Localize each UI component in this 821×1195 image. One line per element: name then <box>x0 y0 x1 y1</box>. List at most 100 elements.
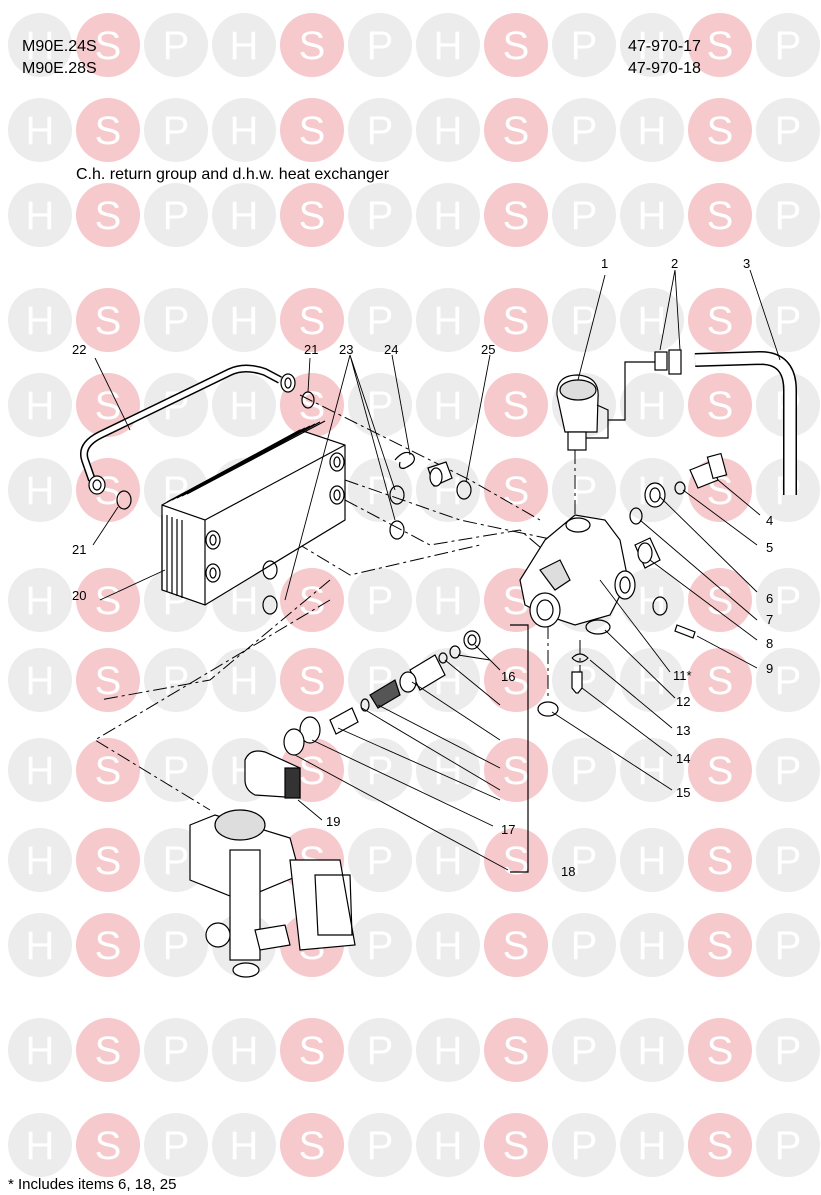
watermark-letter: S <box>95 299 122 343</box>
watermark-circle <box>620 13 684 77</box>
oring-8 <box>652 596 668 616</box>
plug-6 <box>644 482 666 508</box>
watermark-circle <box>348 568 412 632</box>
watermark-circle <box>484 183 548 247</box>
callout-7: 7 <box>766 612 773 627</box>
watermark-circle <box>620 913 684 977</box>
watermark-letter: S <box>299 749 326 793</box>
watermark-circle <box>756 568 820 632</box>
watermark-circle <box>484 288 548 352</box>
watermark-circle <box>212 13 276 77</box>
watermark-circle <box>688 648 752 712</box>
watermark-letter: S <box>503 749 530 793</box>
watermark-circle <box>756 913 820 977</box>
watermark-letter: H <box>638 839 667 883</box>
watermark-letter: H <box>434 299 463 343</box>
watermark-circle <box>8 1113 72 1177</box>
watermark-circle <box>552 738 616 802</box>
part-code-2: 47-970-18 <box>628 60 701 77</box>
actuator-19 <box>244 750 301 799</box>
watermark-circle <box>756 1018 820 1082</box>
watermark-circle <box>552 913 616 977</box>
watermark-circle <box>484 373 548 437</box>
watermark-circle <box>348 1018 412 1082</box>
watermark-circle <box>348 98 412 162</box>
watermark-circle <box>76 568 140 632</box>
watermark-circle <box>280 1113 344 1177</box>
watermark-circle <box>144 1018 208 1082</box>
watermark-letter: P <box>367 579 394 623</box>
callout-25: 25 <box>481 342 495 357</box>
union-2 <box>654 349 682 375</box>
watermark-letter: S <box>95 839 122 883</box>
watermark-letter: S <box>707 299 734 343</box>
watermark-letter: H <box>434 1029 463 1073</box>
watermark-circle <box>8 373 72 437</box>
watermark-letter: S <box>299 299 326 343</box>
watermark-letter: H <box>638 24 667 68</box>
watermark-letter: P <box>775 1029 802 1073</box>
callout-labels: 1 2 3 4 5 6 7 8 9 11* 12 13 14 15 16 17 … <box>72 256 773 879</box>
callout-2: 2 <box>671 256 678 271</box>
watermark-circle <box>144 13 208 77</box>
watermark-circle <box>688 1018 752 1082</box>
watermark-letter: P <box>163 109 190 153</box>
watermark-letter: H <box>638 579 667 623</box>
watermark-circle <box>484 98 548 162</box>
watermark-circle <box>76 1018 140 1082</box>
watermark-letter: H <box>230 659 259 703</box>
watermark-letter: S <box>707 924 734 968</box>
watermark-circle <box>552 183 616 247</box>
watermark-letter: H <box>26 1124 55 1168</box>
washer-5 <box>674 481 686 495</box>
leader-lines <box>92 269 781 871</box>
watermark-circle <box>76 828 140 892</box>
watermark-circle <box>212 288 276 352</box>
watermark-letter: H <box>434 24 463 68</box>
watermark-letter: P <box>571 924 598 968</box>
watermark-circle <box>8 568 72 632</box>
watermark-letter: H <box>638 1029 667 1073</box>
watermark-circle <box>620 183 684 247</box>
watermark-letter: P <box>775 924 802 968</box>
watermark-letter: P <box>367 384 394 428</box>
watermark-letter: P <box>775 109 802 153</box>
watermark-letter: H <box>230 109 259 153</box>
watermark-letter: P <box>163 749 190 793</box>
callout-4: 4 <box>766 513 773 528</box>
watermark-letter: S <box>707 24 734 68</box>
watermark-letter: S <box>503 1124 530 1168</box>
watermark-circle <box>8 13 72 77</box>
watermark-circle <box>484 1113 548 1177</box>
watermark-circle <box>144 913 208 977</box>
watermark-letter: P <box>367 924 394 968</box>
oring-21-bottom <box>116 490 132 510</box>
watermark-circle <box>756 648 820 712</box>
watermark-circle <box>348 183 412 247</box>
watermark-circle <box>76 738 140 802</box>
watermark-circle <box>212 373 276 437</box>
orings-23 <box>262 485 405 615</box>
watermark-circle <box>8 1018 72 1082</box>
watermark-circle <box>688 98 752 162</box>
model-code-2: M90E.28S <box>22 60 97 77</box>
callout-21-bottom: 21 <box>72 542 86 557</box>
callout-11: 11* <box>673 668 692 683</box>
watermark-circle <box>756 13 820 77</box>
watermark-circle <box>144 1113 208 1177</box>
watermark-circle <box>280 288 344 352</box>
watermark-circle <box>756 98 820 162</box>
callout-15: 15 <box>676 785 690 800</box>
watermark-letter: S <box>299 194 326 238</box>
watermark-letter: S <box>95 24 122 68</box>
watermark-circle <box>756 1113 820 1177</box>
screw-14 <box>571 671 583 694</box>
watermark-circle <box>552 648 616 712</box>
watermark-circle <box>8 913 72 977</box>
watermark-letter: S <box>299 109 326 153</box>
watermark-letter: H <box>26 839 55 883</box>
watermark-circle <box>280 183 344 247</box>
watermark-letter: P <box>367 469 394 513</box>
watermark-letter: H <box>434 384 463 428</box>
